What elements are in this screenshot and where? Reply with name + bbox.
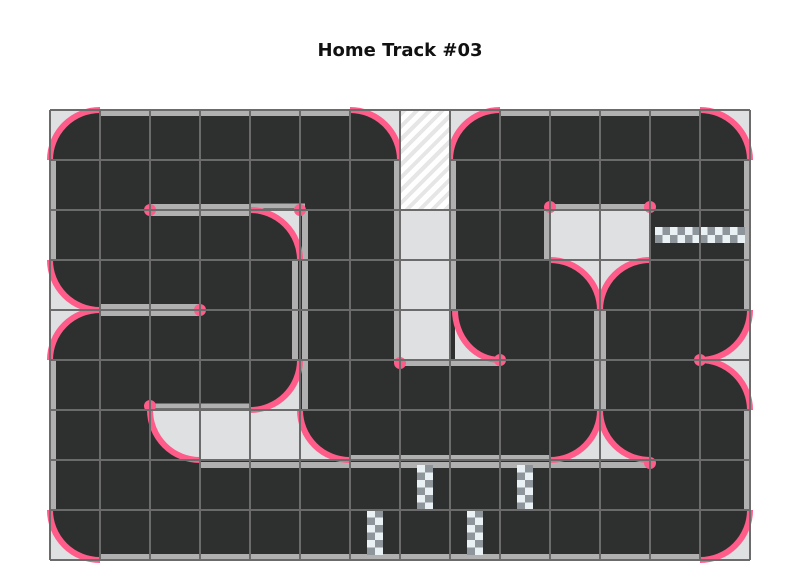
checker-square (375, 547, 383, 555)
checker-square (425, 487, 433, 495)
checker-square (677, 235, 685, 243)
checker-square (525, 472, 533, 480)
checker-square (730, 227, 738, 235)
checker-square (475, 532, 483, 540)
checker-square (375, 540, 383, 548)
checker-square (475, 525, 483, 533)
checker-square (475, 517, 483, 525)
checker-square (375, 532, 383, 540)
checker-square (367, 532, 375, 540)
checker-square (722, 235, 730, 243)
ground-tile (550, 260, 600, 310)
checker-square (525, 487, 533, 495)
checker-square (375, 517, 383, 525)
checker-square (737, 235, 745, 243)
checker-square (475, 510, 483, 518)
ground-tile (150, 410, 200, 460)
checker-square (655, 227, 663, 235)
checker-square (707, 227, 715, 235)
checker-square (517, 465, 525, 473)
checker-square (737, 227, 745, 235)
checker-square (525, 480, 533, 488)
checker-square (425, 480, 433, 488)
checker-square (517, 502, 525, 510)
checker-square (417, 495, 425, 503)
ground-tile (700, 110, 750, 160)
checker-square (425, 472, 433, 480)
ground-tile (600, 260, 650, 310)
checker-square (517, 472, 525, 480)
checker-square (425, 465, 433, 473)
checker-square (367, 525, 375, 533)
checker-square (467, 540, 475, 548)
grid (49, 109, 751, 561)
checker-square (677, 227, 685, 235)
checker-square (525, 465, 533, 473)
checkered-lines (367, 227, 745, 555)
checker-square (525, 495, 533, 503)
checker-square (715, 235, 723, 243)
checker-square (367, 510, 375, 518)
checker-square (662, 235, 670, 243)
ground-tile (600, 410, 650, 460)
checker-square (517, 480, 525, 488)
blocked-tile-hatch (401, 111, 449, 209)
checker-square (425, 495, 433, 503)
checker-square (467, 525, 475, 533)
ground-tile (250, 210, 300, 260)
checker-square (722, 227, 730, 235)
ground-tile (50, 110, 100, 160)
checker-square (417, 465, 425, 473)
ground-tile (300, 410, 350, 460)
checker-square (525, 502, 533, 510)
checker-square (670, 235, 678, 243)
ground-tile (250, 360, 300, 410)
checker-square (700, 227, 708, 235)
checker-square (700, 235, 708, 243)
checker-square (670, 227, 678, 235)
checker-square (692, 227, 700, 235)
checker-square (367, 540, 375, 548)
ground-tile (50, 510, 100, 560)
checker-square (425, 502, 433, 510)
checker-square (375, 510, 383, 518)
checker-square (475, 540, 483, 548)
checker-square (417, 502, 425, 510)
checker-square (467, 547, 475, 555)
checker-square (730, 235, 738, 243)
checker-square (517, 487, 525, 495)
checker-square (662, 227, 670, 235)
checker-square (467, 517, 475, 525)
ground-tile (550, 410, 600, 460)
checker-square (417, 487, 425, 495)
ground-tile (350, 110, 400, 160)
checker-square (467, 532, 475, 540)
checker-square (375, 525, 383, 533)
ground-tile (700, 510, 750, 560)
checker-square (367, 547, 375, 555)
ground-tile (450, 110, 500, 160)
checker-square (715, 227, 723, 235)
track-title: Home Track #03 (317, 40, 483, 61)
checker-square (367, 517, 375, 525)
checker-square (517, 495, 525, 503)
checker-square (417, 472, 425, 480)
checker-square (655, 235, 663, 243)
checker-square (685, 235, 693, 243)
checker-square (685, 227, 693, 235)
checker-square (467, 510, 475, 518)
checker-square (692, 235, 700, 243)
checker-square (417, 480, 425, 488)
checker-square (707, 235, 715, 243)
checker-square (475, 547, 483, 555)
